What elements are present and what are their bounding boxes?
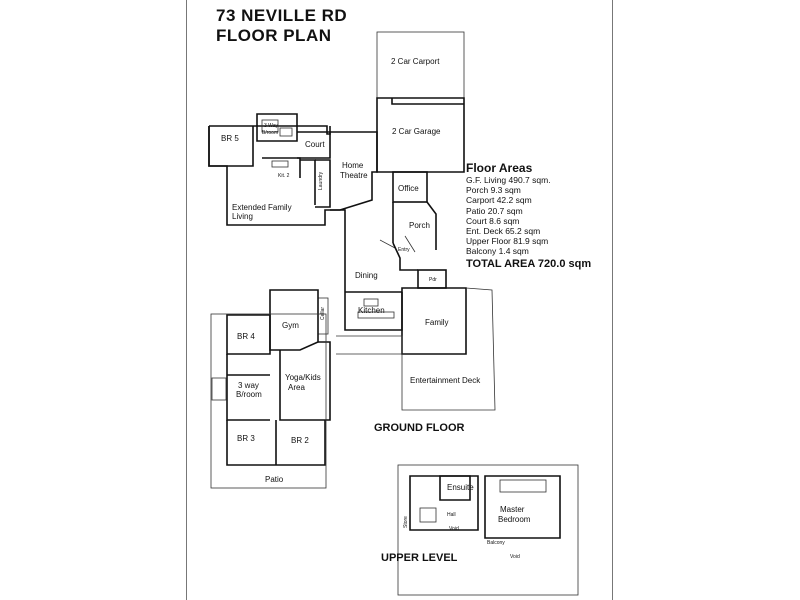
ensuite-label: Ensuite	[447, 483, 474, 492]
robe-outline	[499, 479, 547, 493]
floor-areas-heading: Floor Areas	[466, 161, 533, 175]
garage-label: 2 Car Garage	[392, 127, 441, 136]
extended-family-label-a: Extended Family	[232, 203, 292, 212]
right-border-line	[612, 0, 613, 600]
bathroom-top-walls	[256, 113, 298, 142]
gym-label: Gym	[282, 321, 299, 330]
ground-floor-label: GROUND FLOOR	[374, 422, 465, 434]
upper-level-outline	[397, 464, 579, 596]
pdr-label: Pdr	[429, 277, 437, 283]
void-label-a: Void	[449, 526, 459, 532]
store-label: Store	[403, 516, 409, 528]
ensuite-walls	[439, 475, 471, 501]
porch-walls	[392, 201, 437, 250]
patio-outline	[210, 313, 327, 489]
kitchen-sink	[363, 298, 379, 307]
br3-br2-walls	[226, 420, 326, 466]
garage-door	[391, 98, 464, 105]
br5-walls	[208, 126, 254, 167]
property-address-title: 73 NEVILLE RD	[216, 6, 348, 25]
laundry-label: Laundry	[318, 171, 324, 190]
entertainment-deck-label: Entertainment Deck	[410, 376, 481, 385]
floor-area-item: Balcony 1.4 sqm	[466, 246, 529, 257]
dining-walls	[344, 222, 418, 293]
bathroom-top-basin	[279, 127, 293, 137]
floor-area-item: Patio 20.7 sqm	[466, 205, 523, 216]
yoga-label-a: Yoga/Kids	[285, 373, 321, 382]
br2-label: BR 2	[291, 436, 309, 445]
bathroom-bottom-bath	[211, 377, 227, 401]
porch-label: Porch	[409, 221, 430, 230]
entry-door-arcs	[379, 235, 416, 253]
patio-label: Patio	[265, 475, 284, 484]
gym-walls	[269, 289, 319, 351]
floor-area-item: G.F. Living 490.7 sqm.	[466, 175, 551, 185]
bathroom-top-label-a: 3 Way	[264, 123, 278, 129]
cellar-label: Cellar	[320, 307, 326, 320]
family-label: Family	[425, 318, 449, 327]
entertainment-deck-outline	[336, 287, 496, 411]
kit2-bench	[271, 160, 289, 168]
master-bedroom-label-b: Bedroom	[498, 515, 531, 524]
br3-label: BR 3	[237, 434, 255, 443]
master-bedroom-walls	[484, 475, 561, 539]
bathroom-bottom-label-a: 3 way	[238, 381, 259, 390]
floor-plan-title: FLOOR PLAN	[216, 26, 332, 45]
kitchen-label: Kitchen	[358, 306, 385, 315]
master-bedroom-label-a: Master	[500, 505, 525, 514]
entry-label: Entry	[398, 247, 410, 253]
floor-area-item: Ent. Deck 65.2 sqm	[466, 226, 541, 237]
void-label-b: Void	[510, 554, 520, 560]
br4-label: BR 4	[237, 332, 255, 341]
office-label: Office	[398, 184, 419, 193]
home-theatre-label-b: Theatre	[340, 171, 368, 180]
br4-walls	[226, 314, 271, 355]
laundry-walls	[315, 159, 331, 208]
hall-label: Hall	[447, 512, 456, 518]
kit2-label: Kit. 2	[278, 173, 290, 179]
extended-family-label-b: Living	[232, 212, 253, 221]
bathroom-top-fixture	[261, 119, 279, 133]
floor-area-item: Porch 9.3 sqm	[466, 185, 521, 196]
bathroom-bottom-label-b: B/room	[236, 390, 262, 399]
balcony-label: Balcony	[487, 540, 505, 546]
upper-level-label: UPPER LEVEL	[381, 552, 458, 564]
kitchen-island	[357, 311, 395, 319]
office-walls	[392, 171, 428, 203]
yoga-label-b: Area	[288, 383, 305, 392]
floor-areas-panel: Floor Areas G.F. Living 490.7 sqm. Porch…	[466, 161, 591, 271]
kit2-walls	[262, 157, 316, 205]
floor-area-item: Court 8.6 sqm	[466, 215, 520, 226]
bathroom-top-label-b: B/room	[262, 130, 278, 136]
left-border-line	[186, 0, 187, 600]
hall-void-marker	[419, 507, 437, 523]
br5-label: BR 5	[221, 134, 239, 143]
total-area: TOTAL AREA 720.0 sqm	[466, 257, 592, 270]
floor-area-item: Upper Floor 81.9 sqm	[466, 236, 549, 247]
home-theatre-walls	[330, 131, 378, 211]
court-walls	[297, 131, 331, 159]
floor-area-item: Carport 42.2 sqm	[466, 195, 532, 206]
home-theatre-label-a: Home	[342, 161, 364, 170]
carport-label: 2 Car Carport	[391, 57, 440, 66]
dining-label: Dining	[355, 271, 378, 280]
court-label: Court	[305, 140, 325, 149]
family-walls	[401, 287, 467, 355]
